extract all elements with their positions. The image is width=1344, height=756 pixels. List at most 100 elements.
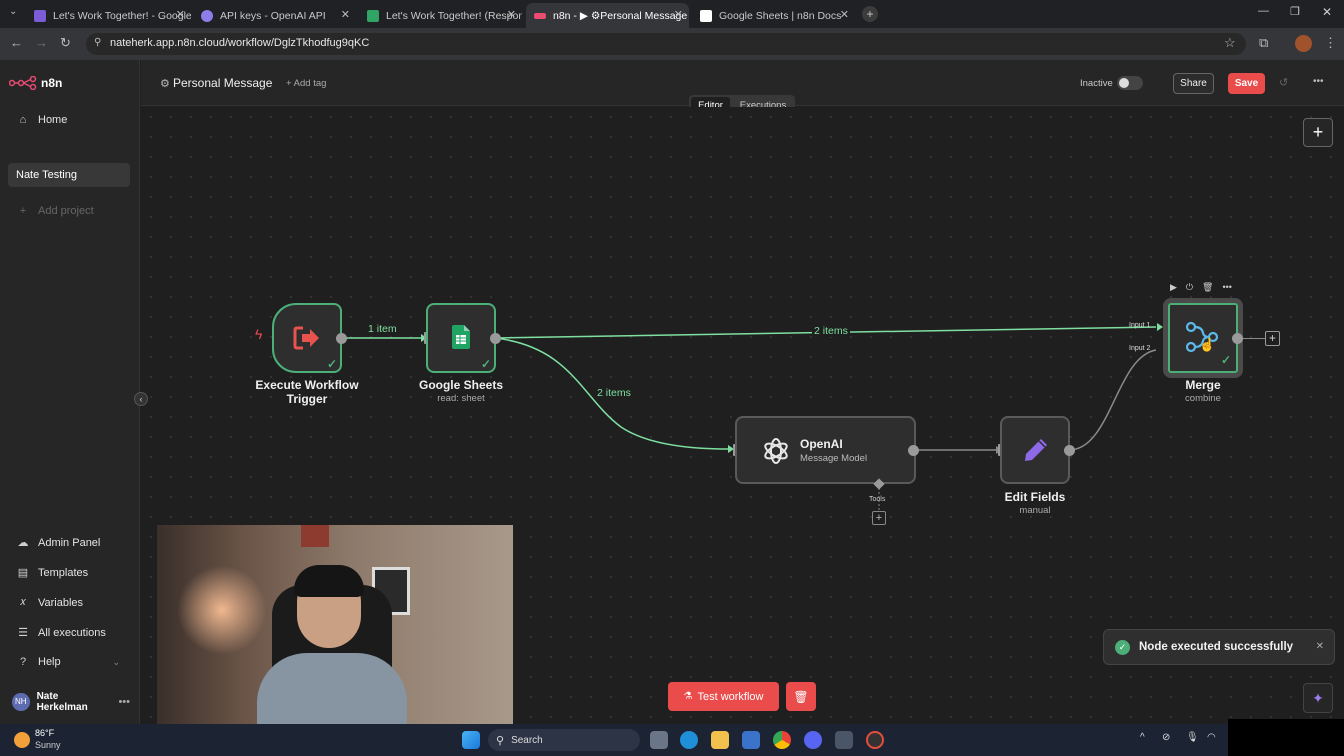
sidebar-item-help[interactable]: ? Help ⌄ — [16, 656, 120, 668]
new-tab-icon[interactable]: + — [862, 6, 878, 22]
ai-assistant-button[interactable]: ✦ — [1303, 683, 1333, 713]
add-node-after-button[interactable]: + — [1265, 331, 1280, 346]
add-tool-button[interactable]: + — [872, 511, 886, 525]
trash-icon[interactable]: 🗑 — [1202, 282, 1214, 292]
microphone-icon[interactable]: 🎙 — [1186, 732, 1199, 743]
output-handle[interactable] — [490, 333, 501, 344]
sidebar-item-variables[interactable]: 𝑥 Variables — [16, 596, 83, 609]
temperature: 86°F — [35, 728, 55, 738]
sidebar-item-label: Nate Testing — [16, 169, 77, 181]
add-node-button[interactable]: + — [1303, 118, 1333, 147]
node-edit-fields[interactable] — [1000, 416, 1070, 484]
sidebar-item-label: Home — [38, 114, 68, 126]
output-handle[interactable] — [1064, 445, 1075, 456]
history-icon[interactable]: ↺ — [1279, 77, 1289, 89]
maximize-icon[interactable]: ❐ — [1290, 6, 1300, 18]
browser-tab[interactable]: Google Sheets | n8n Docs ✕ — [692, 3, 855, 28]
node-openai[interactable]: OpenAI Message Model — [735, 416, 916, 484]
browser-menu-icon[interactable]: ⋮ — [1324, 35, 1337, 50]
node-title: Execute Workflow Trigger — [247, 378, 367, 406]
close-icon[interactable]: ✕ — [1315, 641, 1324, 652]
close-window-icon[interactable]: ✕ — [1322, 5, 1333, 19]
node-execute-workflow-trigger[interactable]: ✓ — [272, 303, 342, 373]
tab-title: Let's Work Together! (Response — [386, 9, 522, 22]
close-tab-icon[interactable]: ✕ — [340, 9, 350, 21]
share-button[interactable]: Share — [1173, 73, 1214, 94]
node-merge[interactable]: ☝ ✓ — [1163, 298, 1243, 378]
close-tab-icon[interactable]: ✕ — [673, 9, 683, 21]
output-handle[interactable] — [908, 445, 919, 456]
reload-icon[interactable]: ↻ — [60, 35, 71, 50]
test-workflow-button[interactable]: ⚗ Test workflow — [668, 682, 779, 711]
tab-list-chevron-icon[interactable]: ⌄ — [9, 6, 18, 17]
tools-label: Tools — [869, 496, 886, 503]
browser-tab-active[interactable]: n8n - ▶ ⚙Personal Message ✕ — [526, 3, 689, 28]
person-hair — [294, 565, 364, 597]
more-options-icon[interactable]: ••• — [1222, 282, 1232, 292]
wifi-icon[interactable]: ◠ — [1207, 732, 1216, 743]
n8n-logo-icon — [9, 76, 37, 90]
browser-tab[interactable]: Let's Work Together! - Google F ✕ — [26, 3, 191, 28]
tab-executions[interactable]: Executions — [739, 100, 787, 111]
forward-icon[interactable]: → — [35, 35, 48, 50]
success-check-icon: ✓ — [1221, 353, 1232, 367]
sidebar-item-templates[interactable]: ▤ Templates — [16, 566, 88, 580]
edge-browser-icon[interactable] — [680, 731, 698, 749]
profile-avatar[interactable] — [1295, 35, 1312, 52]
taskbar-search[interactable]: ⚲ Search — [488, 729, 640, 751]
network-off-icon[interactable]: ⊘ — [1162, 732, 1171, 743]
discord-icon[interactable] — [804, 731, 822, 749]
success-check-icon: ✓ — [327, 357, 338, 371]
save-button[interactable]: Save — [1228, 73, 1265, 94]
cloud-icon: ☁ — [17, 537, 29, 549]
sidebar-item-home[interactable]: ⌂ Home — [16, 114, 68, 126]
output-handle[interactable] — [1232, 333, 1243, 344]
success-check-icon: ✓ — [1115, 639, 1130, 655]
bookmark-star-icon[interactable]: ☆ — [1224, 35, 1236, 50]
n8n-logo[interactable]: n8n — [9, 76, 62, 90]
store-icon[interactable] — [742, 731, 760, 749]
node-subtitle: combine — [1185, 393, 1221, 404]
back-icon[interactable]: ← — [10, 35, 23, 50]
lamp-glow — [177, 565, 267, 655]
workflow-name[interactable]: Personal Message — [173, 76, 273, 90]
add-project-button[interactable]: + Add project — [16, 205, 94, 217]
sidebar-item-all-executions[interactable]: ☰ All executions — [16, 626, 106, 640]
node-title: Merge — [1185, 378, 1221, 392]
browser-tab[interactable]: API keys - OpenAI API ✕ — [193, 3, 356, 28]
add-tag-link[interactable]: + Add tag — [286, 78, 327, 89]
url-bar[interactable]: ⚲ nateherk.app.n8n.cloud/workflow/DglzTk… — [86, 33, 1246, 55]
more-options-icon[interactable]: ••• — [1313, 76, 1324, 87]
pencil-icon — [1025, 439, 1047, 461]
power-icon[interactable]: ⏻ — [1185, 282, 1194, 292]
active-toggle[interactable] — [1117, 76, 1143, 90]
search-placeholder: Search — [511, 734, 543, 746]
app-icon[interactable] — [866, 731, 884, 749]
workflow-canvas[interactable]: 1 item 2 items 2 items ϟ ✓ Execute Workf… — [134, 107, 1344, 724]
sidebar-item-admin-panel[interactable]: ☁ Admin Panel — [16, 536, 101, 550]
task-view-icon[interactable] — [650, 731, 668, 749]
site-info-icon[interactable]: ⚲ — [94, 37, 102, 48]
user-menu[interactable]: NH Nate Herkelman ••• — [12, 691, 130, 713]
gear-icon: ⚙ — [160, 78, 170, 90]
file-explorer-icon[interactable] — [711, 731, 729, 749]
more-options-icon[interactable]: ••• — [118, 696, 130, 708]
extensions-icon[interactable]: ⧉ — [1259, 35, 1269, 50]
output-handle[interactable] — [336, 333, 347, 344]
node-google-sheets[interactable]: ✓ — [426, 303, 496, 373]
browser-tab[interactable]: Let's Work Together! (Response ✕ — [359, 3, 522, 28]
close-tab-icon[interactable]: ✕ — [506, 9, 516, 21]
play-icon[interactable]: ▶ — [1170, 282, 1177, 292]
close-tab-icon[interactable]: ✕ — [175, 9, 185, 21]
clear-execution-button[interactable]: 🗑 — [786, 682, 816, 711]
success-check-icon: ✓ — [481, 357, 492, 371]
sidebar-item-label: Variables — [38, 596, 84, 609]
collapse-sidebar-icon[interactable]: ‹ — [134, 392, 148, 406]
windows-start-icon[interactable] — [462, 731, 480, 749]
minimize-icon[interactable]: — — [1258, 5, 1269, 17]
close-tab-icon[interactable]: ✕ — [839, 9, 849, 21]
tray-chevron-icon[interactable]: ^ — [1140, 732, 1145, 743]
chrome-icon[interactable] — [773, 731, 791, 749]
sidebar-item-project[interactable]: Nate Testing — [8, 163, 130, 187]
camera-icon[interactable] — [835, 731, 853, 749]
